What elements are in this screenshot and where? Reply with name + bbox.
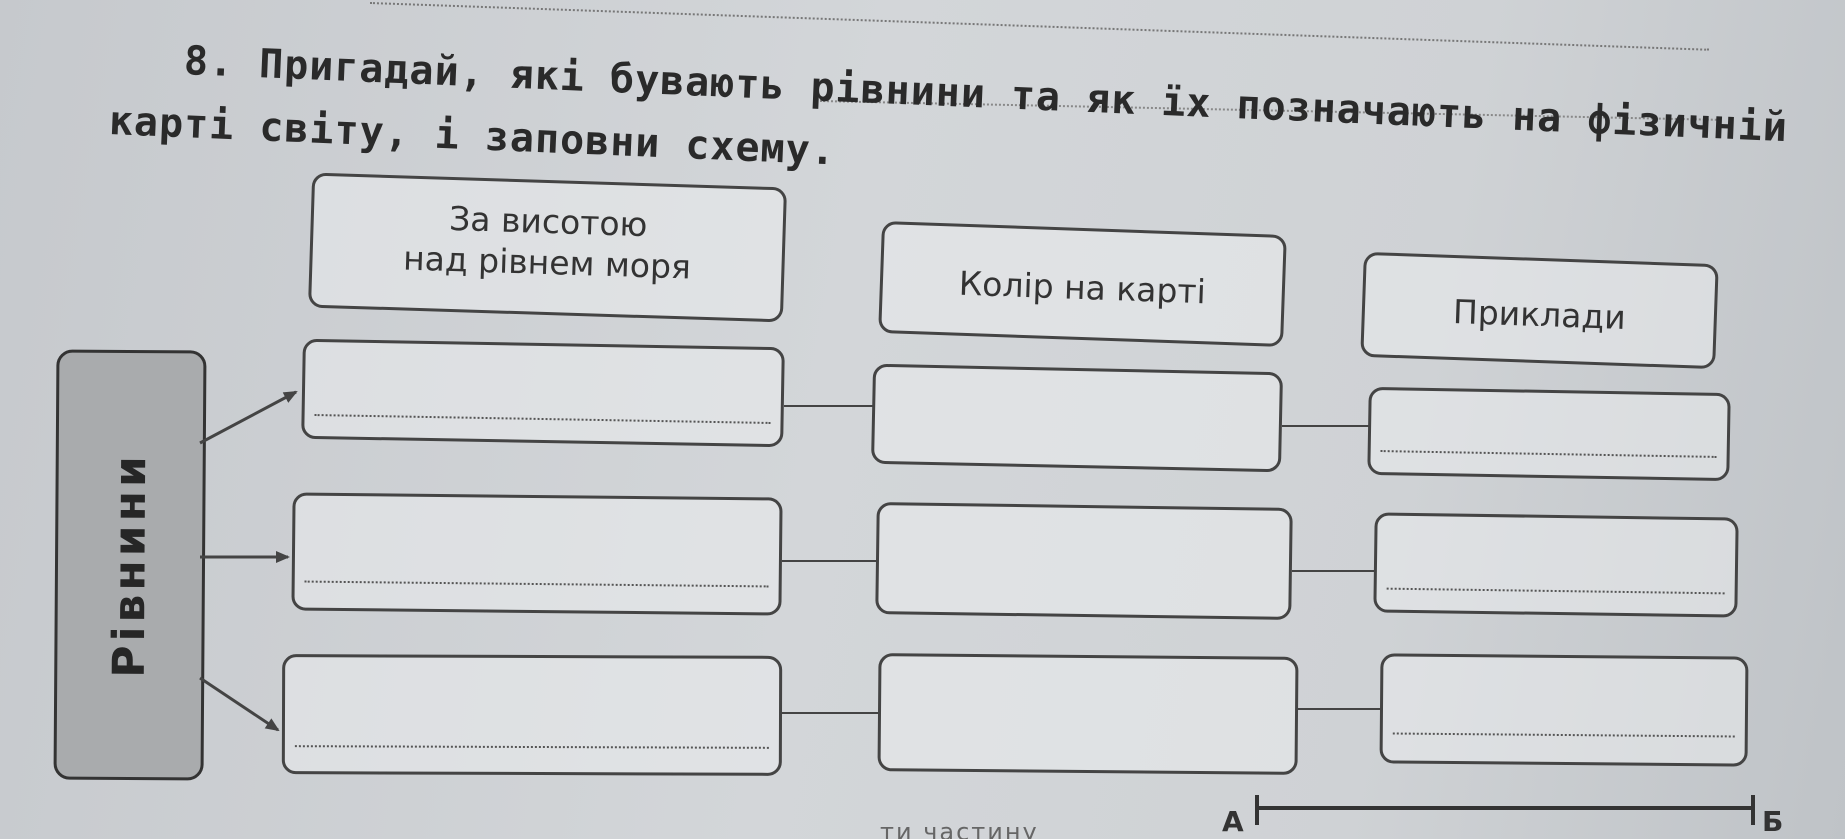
marker-b: Б bbox=[1762, 805, 1784, 838]
bottom-faded-text: ти частину bbox=[880, 818, 1039, 839]
scale-tick-left bbox=[1255, 795, 1259, 825]
arrow-3 bbox=[199, 676, 280, 732]
connector-3b bbox=[1298, 708, 1382, 710]
connector-2a bbox=[782, 560, 878, 562]
marker-a: А bbox=[1222, 805, 1244, 838]
scale-bar bbox=[1255, 806, 1755, 810]
connector-2b bbox=[1292, 570, 1376, 572]
connector-3a bbox=[782, 712, 880, 714]
connector-1b bbox=[1282, 425, 1370, 427]
arrow-1 bbox=[199, 390, 298, 445]
scale-tick-right bbox=[1751, 795, 1755, 825]
connector-1a bbox=[784, 405, 874, 407]
